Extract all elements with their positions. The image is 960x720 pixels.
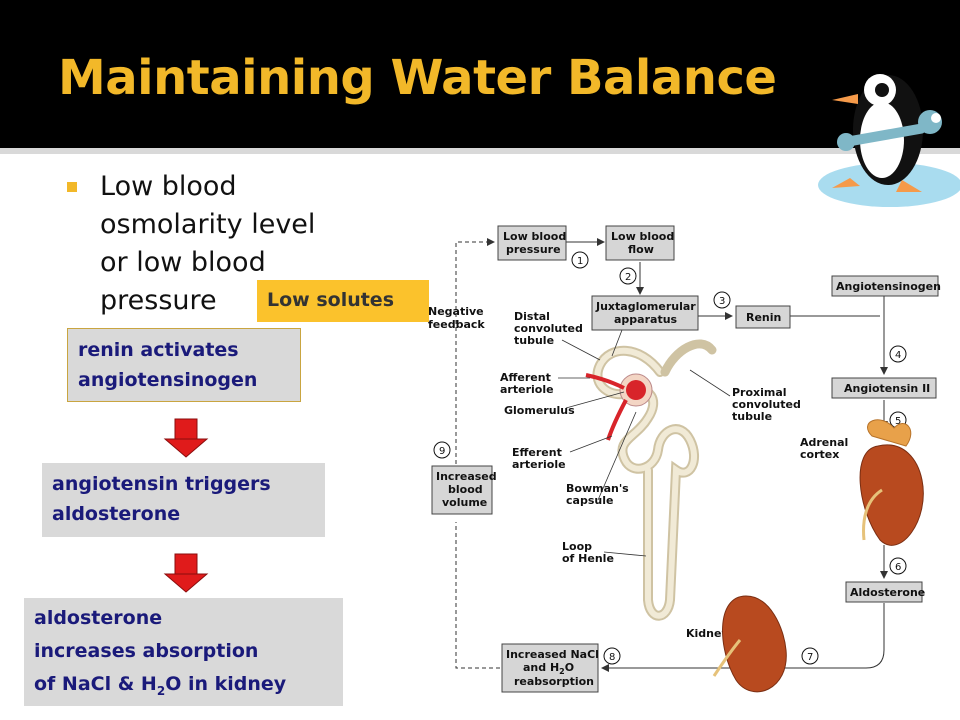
box-label: Angiotensin II xyxy=(844,382,930,395)
box-label: Angiotensinogen xyxy=(836,280,941,293)
bullet-line: or low blood xyxy=(100,247,266,278)
square-bullet-icon xyxy=(67,182,77,192)
box-angiotensinogen xyxy=(831,275,939,297)
distal-label: tubule xyxy=(514,334,554,347)
step-number: 7 xyxy=(807,652,813,663)
step-circle xyxy=(603,647,621,665)
step-circle xyxy=(571,251,589,269)
step-circle xyxy=(619,267,637,285)
step-line: renin activates xyxy=(78,339,239,361)
red-down-arrow-icon xyxy=(163,418,209,458)
step-line: aldosterone xyxy=(34,607,163,629)
box-low-blood-flow xyxy=(605,225,675,261)
kidney-label: Kidney xyxy=(686,627,729,640)
formula-subscript: 2 xyxy=(559,667,565,676)
formula-suffix: O in kidney xyxy=(165,673,287,695)
adrenal-label: cortex xyxy=(800,448,839,461)
red-down-arrow-icon xyxy=(163,553,209,593)
loop-label: Loop xyxy=(562,540,592,553)
step-line: angiotensin triggers xyxy=(52,473,271,495)
box-label: reabsorption xyxy=(514,675,594,688)
box-angiotensin-2 xyxy=(831,377,937,399)
step-number: 9 xyxy=(439,446,445,457)
formula-subscript: 2 xyxy=(156,683,166,698)
box-low-blood-pressure xyxy=(497,225,567,261)
step-line: angiotensinogen xyxy=(78,369,258,391)
step-line: aldosterone xyxy=(52,503,181,525)
proximal-label: convoluted xyxy=(732,398,801,411)
step-box-angiotensin: angiotensin triggers aldosterone xyxy=(42,463,325,537)
step-number: 5 xyxy=(895,416,901,427)
step-circle xyxy=(801,647,819,665)
box-label: pressure xyxy=(506,243,561,256)
bullet-line: osmolarity level xyxy=(100,209,316,240)
efferent-label: Efferent xyxy=(512,446,562,459)
box-label: volume xyxy=(442,496,487,509)
box-label: Low blood xyxy=(503,230,566,243)
title-divider xyxy=(0,148,960,154)
bowmans-label: Bowman's xyxy=(566,482,629,495)
box-juxtaglomerular xyxy=(591,295,699,331)
step-number: 3 xyxy=(719,296,725,307)
box-label: Renin xyxy=(746,311,781,324)
glomerulus-label: Glomerulus xyxy=(504,404,575,417)
box-label: Increased NaCl xyxy=(506,648,599,661)
penguin-mascot-icon xyxy=(818,74,960,207)
step-number: 8 xyxy=(609,652,615,663)
box-increased-blood-volume xyxy=(431,465,493,515)
box-aldosterone xyxy=(845,581,923,603)
box-label: flow xyxy=(628,243,654,256)
raas-diagram: Low blood pressure Low blood flow Juxtag… xyxy=(428,225,941,693)
step-line: increases absorption xyxy=(34,640,259,662)
afferent-label: arteriole xyxy=(500,383,554,396)
efferent-label: arteriole xyxy=(512,458,566,471)
kidney-icon xyxy=(712,595,787,693)
distal-label: convoluted xyxy=(514,322,583,335)
box-label-formula: and H2O xyxy=(523,661,574,676)
step-circle xyxy=(713,291,731,309)
low-solutes-highlight: Low solutes xyxy=(257,280,429,322)
formula-prefix: and H xyxy=(523,661,559,674)
bowmans-label: capsule xyxy=(566,494,613,507)
step-number: 1 xyxy=(577,256,583,267)
loop-label: of Henle xyxy=(562,552,614,565)
box-label: Increased xyxy=(436,470,497,483)
box-label: Low blood xyxy=(611,230,674,243)
step-number: 2 xyxy=(625,272,631,283)
box-reabsorption xyxy=(501,643,599,693)
slide-title: Maintaining Water Balance xyxy=(58,50,777,106)
adrenal-label: Adrenal xyxy=(800,436,848,449)
step-circle xyxy=(889,557,907,575)
bullet-line: pressure xyxy=(100,285,217,316)
title-bar xyxy=(0,0,960,148)
formula-suffix: O xyxy=(565,661,574,674)
step-circle xyxy=(433,441,451,459)
afferent-label: Afferent xyxy=(500,371,551,384)
box-label: blood xyxy=(448,483,483,496)
proximal-label: Proximal xyxy=(732,386,787,399)
step-line-formula: of NaCl & H2O in kidney xyxy=(34,668,333,708)
box-label: Aldosterone xyxy=(850,586,925,599)
highlight-text: Low solutes xyxy=(267,289,395,311)
box-label: apparatus xyxy=(614,313,678,326)
step-box-renin: renin activates angiotensinogen xyxy=(67,328,301,402)
step-number: 6 xyxy=(895,562,901,573)
step-circle xyxy=(889,345,907,363)
bullet-text: Low blood osmolarity level or low blood … xyxy=(100,168,340,320)
kidney-adrenal-icon xyxy=(859,419,924,546)
negative-feedback-label: Negative xyxy=(428,305,484,318)
nephron-illustration xyxy=(585,339,717,621)
box-renin xyxy=(735,305,791,329)
step-number: 4 xyxy=(895,350,901,361)
bullet-line: Low blood xyxy=(100,171,237,202)
proximal-label: tubule xyxy=(732,410,772,423)
distal-label: Distal xyxy=(514,310,550,323)
step-box-aldosterone: aldosterone increases absorption of NaCl… xyxy=(24,598,343,706)
box-label: Juxtaglomerular xyxy=(595,300,696,313)
negative-feedback-label: feedback xyxy=(428,318,485,331)
formula-prefix: of NaCl & H xyxy=(34,673,157,695)
